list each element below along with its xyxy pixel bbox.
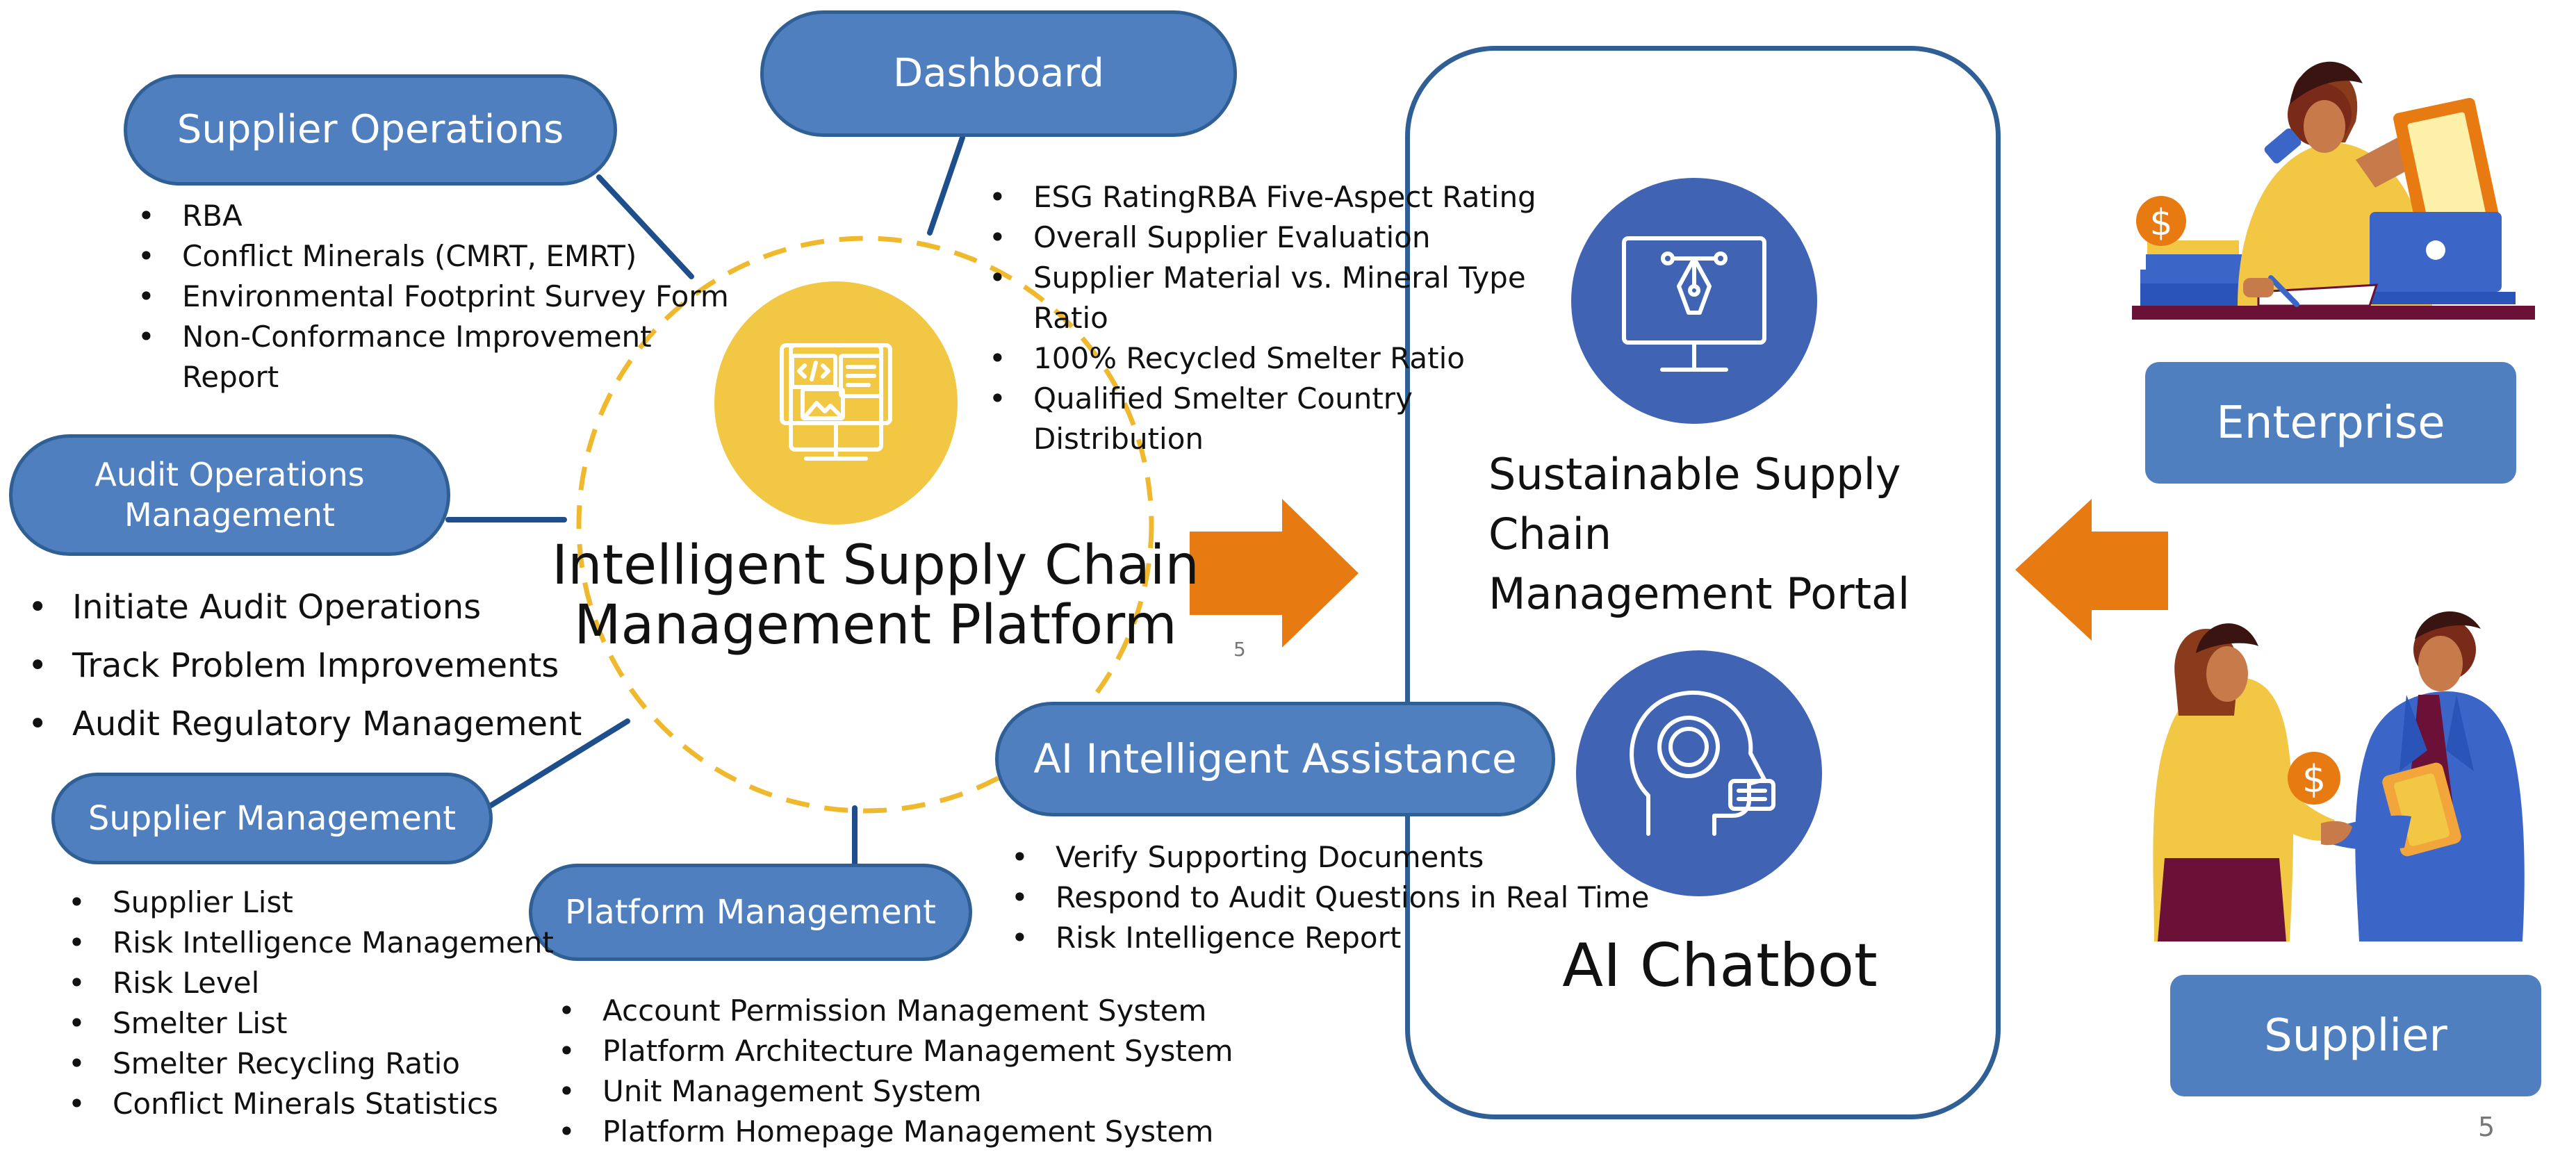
code-monitor-icon xyxy=(714,281,958,525)
list-item: Unit Management System xyxy=(558,1071,1297,1112)
list-item: Overall Supplier Evaluation xyxy=(989,217,1575,258)
center-page-number: 5 xyxy=(1233,638,1246,661)
dashboard-button[interactable]: Dashboard xyxy=(760,10,1237,137)
handshake-illustration: $ xyxy=(2153,611,2525,941)
ai-head-icon xyxy=(1576,650,1822,896)
portal-title-line: Sustainable Supply Chain xyxy=(1488,449,1901,559)
list-item: Audit Regulatory Management xyxy=(28,695,642,753)
supplier-management-list: Supplier List Risk Intelligence Manageme… xyxy=(56,882,613,1124)
list-item: RBA xyxy=(138,196,794,236)
svg-text:$: $ xyxy=(2149,202,2172,244)
platform-title-line: Intelligent Supply Chain xyxy=(552,534,1199,597)
list-item: Environmental Footprint Survey Form xyxy=(138,277,794,317)
arrow-enterprise-to-portal xyxy=(2015,499,2168,641)
list-item: Smelter Recycling Ratio xyxy=(68,1044,613,1084)
list-item: Qualified Smelter Country Distribution xyxy=(989,379,1450,459)
list-item: Conflict Minerals (CMRT, EMRT) xyxy=(138,236,794,277)
ai-assistance-button[interactable]: AI Intelligent Assistance xyxy=(995,702,1555,816)
portal-title-line: Management Portal xyxy=(1488,568,1910,619)
platform-dashed-circle xyxy=(576,236,1154,814)
corner-page-number: 5 xyxy=(2478,1112,2495,1142)
list-item: 100% Recycled Smelter Ratio xyxy=(989,338,1575,379)
platform-title-line: Management Platform xyxy=(574,593,1177,657)
supplier-operations-list: RBA Conflict Minerals (CMRT, EMRT) Envir… xyxy=(125,196,794,397)
list-item: Platform Homepage Management System xyxy=(558,1112,1297,1152)
supplier-operations-button[interactable]: Supplier Operations xyxy=(124,74,617,186)
businesswoman-desk-illustration: $ xyxy=(2132,61,2535,320)
platform-management-list: Account Permission Management System Pla… xyxy=(545,991,1297,1152)
enterprise-button[interactable]: Enterprise xyxy=(2145,362,2516,484)
dashboard-list: ESG RatingRBA Five-Aspect Rating Overall… xyxy=(976,177,1575,459)
list-item: Verify Supporting Documents xyxy=(1011,837,1709,878)
list-item: Respond to Audit Questions in Real Time xyxy=(1011,878,1709,918)
list-item: Platform Architecture Management System xyxy=(558,1031,1297,1071)
audit-operations-list: Initiate Audit Operations Track Problem … xyxy=(15,578,642,753)
list-item: Risk Level xyxy=(68,963,613,1003)
list-item: Account Permission Management System xyxy=(558,991,1297,1031)
supplier-button[interactable]: Supplier xyxy=(2170,975,2541,1096)
platform-title: Intelligent Supply Chain Management Plat… xyxy=(542,536,1209,656)
connector-dashboard xyxy=(927,135,965,236)
svg-text:$: $ xyxy=(2302,757,2326,801)
audit-operations-button[interactable]: Audit Operations Management xyxy=(9,434,450,556)
list-item: Conflict Minerals Statistics xyxy=(68,1084,613,1124)
chatbot-label: AI Chatbot xyxy=(1562,931,1878,1001)
design-monitor-icon xyxy=(1571,178,1817,424)
list-item: Track Problem Improvements xyxy=(28,636,642,695)
list-item: Supplier Material vs. Mineral Type Ratio xyxy=(989,258,1534,338)
arrow-platform-to-portal xyxy=(1190,499,1359,648)
portal-title: Sustainable Supply Chain Management Port… xyxy=(1488,445,2003,624)
ai-assistance-list: Verify Supporting Documents Respond to A… xyxy=(999,837,1709,958)
list-item: Non-Conformance Improvement Report xyxy=(138,317,668,397)
portal-frame xyxy=(1405,46,2001,1119)
list-item: Risk Intelligence Management xyxy=(68,923,613,963)
list-item: Initiate Audit Operations xyxy=(28,578,642,636)
list-item: ESG RatingRBA Five-Aspect Rating xyxy=(989,177,1575,217)
supplier-management-button[interactable]: Supplier Management xyxy=(51,773,493,864)
list-item: Supplier List xyxy=(68,882,613,923)
list-item: Risk Intelligence Report xyxy=(1011,918,1709,958)
list-item: Smelter List xyxy=(68,1003,613,1044)
